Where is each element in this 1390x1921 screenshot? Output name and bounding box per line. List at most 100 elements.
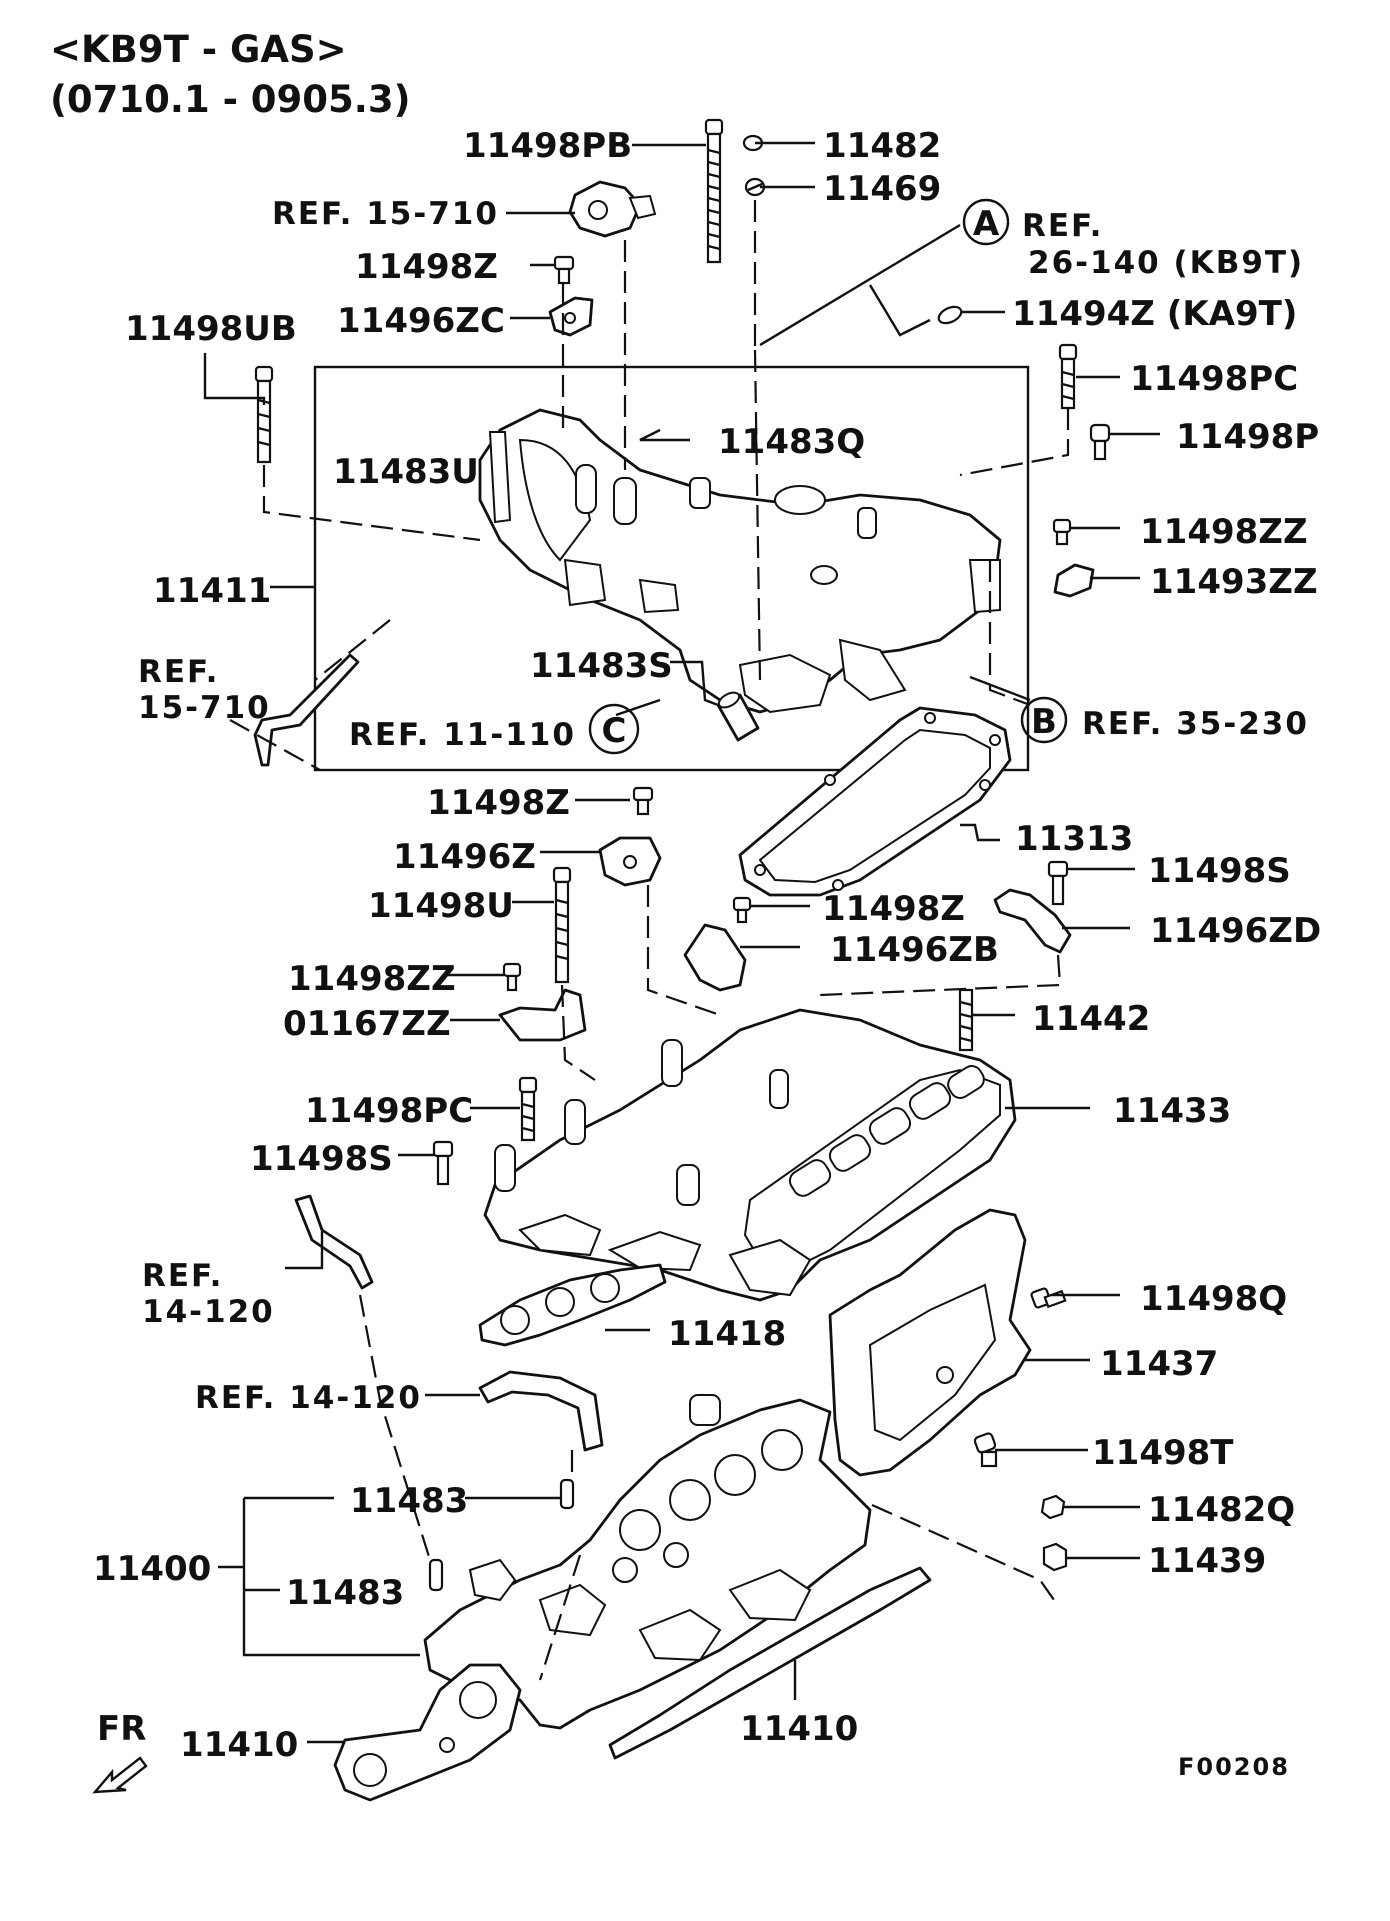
hose-ref-14-120-upper[interactable] <box>294 1194 374 1290</box>
label-ref-35-230: REF. 35-230 <box>1082 706 1309 742</box>
label-11482Q: 11482Q <box>1148 1490 1295 1530</box>
svg-text:B: B <box>1031 702 1057 742</box>
stud-11442[interactable] <box>958 988 974 1052</box>
label-ref-14-120-a: REF. <box>142 1258 223 1294</box>
bolt-11498ZZ-mid[interactable] <box>502 962 522 992</box>
bolt-11498PC-mid[interactable] <box>518 1076 538 1142</box>
gasket-11313[interactable] <box>738 706 1012 897</box>
bolt-11498T[interactable] <box>973 1432 998 1468</box>
label-11498P: 11498P <box>1176 417 1319 457</box>
bolt-11498Z-mid[interactable] <box>632 786 654 816</box>
label-11483U: 11483U <box>333 452 479 492</box>
bolt-11498P[interactable] <box>1089 423 1111 461</box>
callout-C: C <box>588 703 640 755</box>
bolt-11498UB[interactable] <box>254 365 274 464</box>
label-11498T: 11498T <box>1092 1433 1234 1473</box>
bracket-11496Z[interactable] <box>598 836 662 887</box>
plug-11494Z[interactable] <box>936 304 964 327</box>
nut-11439[interactable] <box>1042 1542 1068 1572</box>
label-11496ZD: 11496ZD <box>1150 911 1321 951</box>
label-11498S-lower: 11498S <box>250 1139 393 1179</box>
bracket-11496ZD[interactable] <box>993 888 1072 954</box>
label-11498Q: 11498Q <box>1140 1279 1287 1319</box>
label-11483-b: 11483 <box>286 1573 404 1613</box>
model-header: <KB9T - GAS> <box>50 28 347 71</box>
label-ref-14-120-b: REF. 14-120 <box>195 1380 422 1416</box>
label-11483-a: 11483 <box>350 1481 468 1521</box>
label-11439: 11439 <box>1148 1541 1266 1581</box>
ref-15-710-sensor[interactable] <box>568 180 657 238</box>
callout-B: B <box>1020 696 1068 744</box>
label-11498PB: 11498PB <box>463 126 632 166</box>
hose-ref-15-710-left[interactable] <box>253 653 360 767</box>
front-arrow <box>92 1756 148 1794</box>
intake-manifold-11400[interactable] <box>423 1394 872 1730</box>
nut-11482Q[interactable] <box>1040 1494 1066 1520</box>
label-11469: 11469 <box>823 169 941 209</box>
label-11498UB: 11498UB <box>125 309 297 349</box>
bolt-11498Z-mid2[interactable] <box>732 896 752 924</box>
label-11494Z: 11494Z (KA9T) <box>1012 294 1297 334</box>
svg-text:A: A <box>973 204 1000 244</box>
label-11313: 11313 <box>1015 819 1133 859</box>
label-11498ZZ-top: 11498ZZ <box>1140 512 1308 552</box>
bolt-11498PB[interactable] <box>704 118 724 264</box>
label-11498Z-mid: 11498Z <box>427 783 570 823</box>
label-ref-15-710-top: REF. 15-710 <box>272 196 499 232</box>
label-11400: 11400 <box>93 1549 211 1589</box>
label-11498Z-mid2: 11498Z <box>822 889 965 929</box>
hose-clip-11483-a[interactable] <box>559 1478 575 1510</box>
label-11496Z: 11496Z <box>393 837 536 877</box>
label-11410-long: 11410 <box>740 1709 858 1749</box>
label-ref-26-140: 26-140 (KB9T) <box>1028 245 1304 281</box>
callout-A: A <box>962 198 1010 246</box>
bracket-11496ZC[interactable] <box>548 296 594 337</box>
label-11411: 11411 <box>153 571 271 611</box>
gasket-11418[interactable] <box>478 1263 667 1347</box>
label-11433: 11433 <box>1113 1091 1231 1131</box>
leader-lines <box>203 141 1160 1744</box>
bracket-11496ZB[interactable] <box>683 923 747 992</box>
label-11410-left: 11410 <box>180 1725 298 1765</box>
label-11498U: 11498U <box>368 886 514 926</box>
bracket-11493ZZ[interactable] <box>1053 563 1095 598</box>
label-ref-11-110: REF. 11-110 <box>349 717 576 753</box>
hose-ref-14-120-lower[interactable] <box>478 1370 604 1452</box>
clip-11469[interactable] <box>744 177 766 197</box>
gasket-11410-long[interactable] <box>608 1566 932 1760</box>
label-11493ZZ: 11493ZZ <box>1150 562 1318 602</box>
hose-clip-11483-b[interactable] <box>428 1558 444 1592</box>
label-11437: 11437 <box>1100 1344 1218 1384</box>
part-labels: 11498PB 11482 11469 REF. 15-710 REF. 26-… <box>93 126 1321 1781</box>
label-11498PC-mid: 11498PC <box>305 1091 473 1131</box>
bracket-11437[interactable] <box>828 1208 1032 1477</box>
figure-code: F00208 <box>1178 1753 1290 1781</box>
label-11496ZB: 11496ZB <box>830 930 999 970</box>
hose-11483S[interactable] <box>716 690 760 742</box>
bolt-11498Q[interactable] <box>1030 1287 1067 1309</box>
gasket-11410-left[interactable] <box>333 1663 522 1802</box>
bolt-11498S-mid[interactable] <box>1047 860 1069 906</box>
bolt-11498U[interactable] <box>552 866 572 984</box>
label-11482: 11482 <box>823 126 941 166</box>
label-ref-a: REF. <box>1022 208 1103 244</box>
group-box-11411 <box>313 365 1030 772</box>
bolt-11498Z-top[interactable] <box>553 255 575 285</box>
svg-text:C: C <box>602 711 627 751</box>
label-15-710-left: 15-710 <box>138 690 271 726</box>
bolt-11498PC-top[interactable] <box>1058 343 1078 410</box>
label-11418: 11418 <box>668 1314 786 1354</box>
label-ref-left: REF. <box>138 654 219 690</box>
upper-intake-manifold[interactable] <box>478 408 1002 714</box>
bolt-11498S-lower[interactable] <box>432 1140 454 1186</box>
label-14-120-a: 14-120 <box>142 1294 275 1330</box>
bolt-11498ZZ-top[interactable] <box>1052 518 1072 546</box>
label-11483Q: 11483Q <box>718 422 865 462</box>
intake-manifold-11433[interactable] <box>483 1008 1017 1302</box>
label-11498S-mid: 11498S <box>1148 851 1291 891</box>
bracket-01167ZZ[interactable] <box>498 988 587 1042</box>
label-11498Z-top: 11498Z <box>355 247 498 287</box>
label-01167ZZ: 01167ZZ <box>283 1004 451 1044</box>
